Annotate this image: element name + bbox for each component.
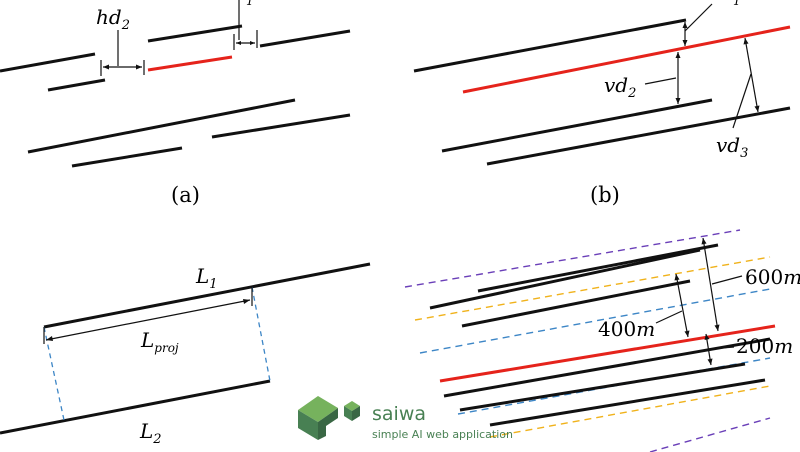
arrowhead-up bbox=[682, 22, 688, 28]
panel-d-highlight-segment bbox=[439, 324, 776, 383]
dim-400m-label: 400m bbox=[598, 317, 655, 341]
dim-600m-leader bbox=[711, 275, 743, 285]
panel-a-segment bbox=[47, 78, 106, 92]
panel-d-segment bbox=[459, 362, 746, 412]
panel-c: L1 Lproj L2 bbox=[0, 262, 371, 447]
dim-200m-leader bbox=[708, 346, 735, 350]
caption-a: (a) bbox=[171, 183, 200, 207]
watermark-tagline: simple AI web application bbox=[372, 428, 513, 441]
panel-b: 1 vd2 vd3 (b) bbox=[413, 0, 791, 207]
lproj-label: Lproj bbox=[140, 328, 179, 355]
vd3-label: vd3 bbox=[716, 133, 748, 161]
projection-dash-left bbox=[43, 326, 65, 421]
panel-a-highlight-segment bbox=[147, 55, 233, 72]
hd2-label: hd2 bbox=[96, 5, 130, 33]
buffer-600m-lower bbox=[649, 417, 771, 452]
panel-b-segment bbox=[441, 98, 713, 153]
arrowhead-up bbox=[701, 238, 707, 245]
l2-label: L2 bbox=[139, 419, 162, 447]
vd3-leader bbox=[732, 73, 752, 129]
caption-b: (b) bbox=[590, 183, 620, 207]
arrowhead-left bbox=[236, 41, 241, 45]
vd2-leader bbox=[644, 77, 677, 85]
arrowhead-up bbox=[704, 334, 710, 340]
panel-a: hd2 1 (a) bbox=[0, 0, 351, 207]
panel-d-segment bbox=[477, 243, 719, 293]
panel-b-segment bbox=[486, 106, 791, 166]
buffer-400m-lower bbox=[489, 385, 771, 438]
buffer-400m-upper bbox=[414, 256, 771, 321]
arrowhead-down bbox=[707, 358, 713, 365]
dim-400m-leader bbox=[655, 310, 683, 324]
panel-a-segment bbox=[27, 98, 296, 154]
line-l2 bbox=[0, 379, 271, 435]
lproj-arrow-line bbox=[45, 299, 251, 341]
l1-label: L1 bbox=[195, 264, 218, 292]
dim-200m-label: 200m bbox=[736, 334, 793, 358]
panel-a-segment bbox=[71, 146, 183, 168]
buffer-600m-upper bbox=[404, 229, 741, 288]
vd2-label: vd2 bbox=[604, 73, 636, 101]
saiwa-logo-icon bbox=[298, 396, 360, 440]
panel-a-segment bbox=[147, 24, 243, 43]
arrowhead-down bbox=[684, 330, 690, 337]
arrowhead-right bbox=[136, 64, 142, 70]
panel-a-segment bbox=[259, 29, 351, 48]
arrowhead-left bbox=[103, 64, 109, 70]
panel-a-segment bbox=[211, 113, 351, 139]
panel-b-segment bbox=[413, 18, 687, 73]
arrowhead-right bbox=[250, 41, 255, 45]
dim-400m-arrow bbox=[675, 273, 689, 338]
dim-600m-arrow bbox=[702, 237, 719, 332]
arrowhead-up bbox=[743, 38, 749, 45]
dim-600m-label: 600m bbox=[745, 265, 800, 289]
arrowhead-down bbox=[682, 40, 688, 46]
panel-d: 600m 400m 200m bbox=[404, 229, 800, 452]
arrowhead-up bbox=[674, 274, 680, 281]
panel-a-segment bbox=[0, 52, 96, 73]
arrowhead-right bbox=[243, 299, 250, 304]
vd1-leader bbox=[684, 3, 713, 32]
panel-d-segment bbox=[429, 248, 701, 310]
projection-dash-right bbox=[251, 286, 271, 382]
watermark-brand: saiwa bbox=[372, 403, 426, 425]
panel-d-segment bbox=[461, 279, 691, 328]
panel-d-segment bbox=[489, 378, 766, 427]
panel-b-highlight-segment bbox=[462, 25, 791, 94]
vd1-label-cropped: 1 bbox=[733, 0, 741, 8]
line-l1 bbox=[43, 262, 371, 329]
hd1-label-cropped: 1 bbox=[246, 0, 254, 8]
vd3-arrow bbox=[744, 37, 759, 113]
arrowhead-down bbox=[714, 324, 720, 331]
arrowhead-up bbox=[675, 52, 681, 58]
arrowhead-down bbox=[754, 105, 760, 112]
arrowhead-left bbox=[46, 336, 53, 341]
arrowhead-down bbox=[675, 98, 681, 104]
watermark: saiwa simple AI web application bbox=[298, 396, 513, 441]
